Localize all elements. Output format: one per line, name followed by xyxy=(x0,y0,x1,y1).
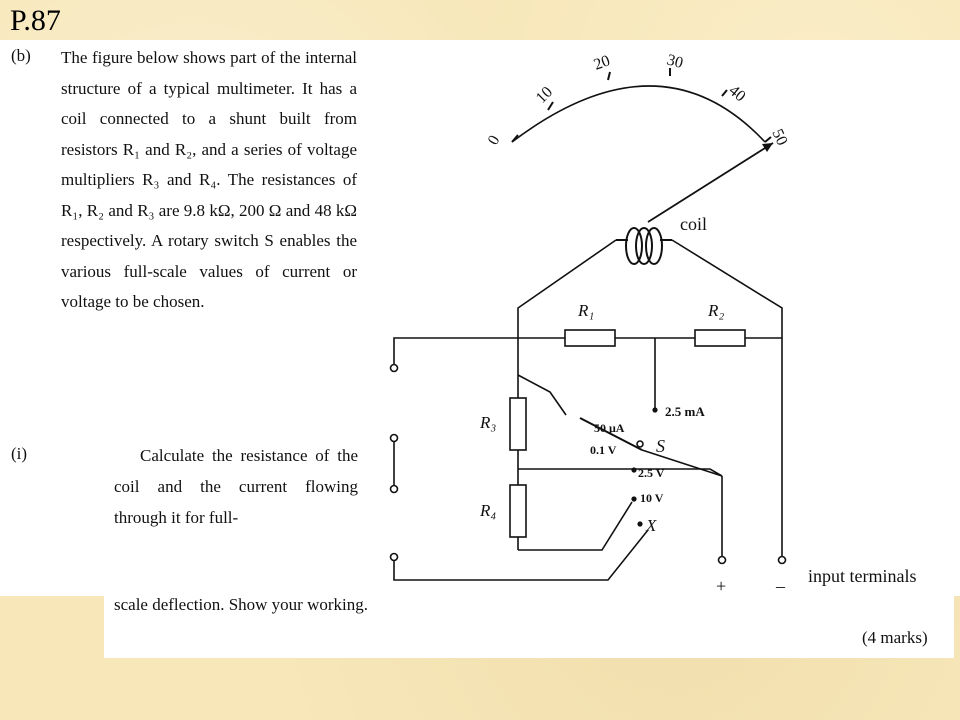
pointer-arrowhead xyxy=(762,143,773,152)
left-terminal-lead-top xyxy=(393,337,518,364)
minus-terminal-label: – xyxy=(775,576,786,596)
contact-x xyxy=(637,521,643,527)
switch-arm xyxy=(641,449,723,477)
range-50ua-label: 50 μA xyxy=(594,421,625,435)
scale-tick-50: 50 xyxy=(768,127,790,149)
switch-blade xyxy=(579,417,643,451)
left-terminal-contact-mid-a xyxy=(389,433,399,443)
scale-tick-40: 40 xyxy=(725,82,748,105)
left-terminal-contact-top xyxy=(389,363,399,373)
resistor-r2 xyxy=(694,329,746,347)
range-0-1v-label: 0.1 V xyxy=(590,443,617,457)
meter-scale-arc xyxy=(511,85,766,143)
coil-winding xyxy=(616,227,672,265)
range-10v-label: 10 V xyxy=(640,491,664,505)
switch-label: S xyxy=(656,436,665,456)
minus-terminal-contact xyxy=(777,555,787,565)
resistor-r4 xyxy=(509,484,527,538)
contact-10v xyxy=(631,496,637,502)
x-label: X xyxy=(645,516,657,535)
contact-2-5ma xyxy=(652,407,658,413)
wire-to-switch-50ua xyxy=(517,374,567,416)
scale-tick-0: 0 xyxy=(485,133,504,148)
multimeter-circuit-diagram: 0 10 20 30 40 50 coil R₁ R₂ 2.5 mA R₃ R₄ xyxy=(389,51,916,596)
resistor-r1 xyxy=(564,329,616,347)
x-lead-wire xyxy=(393,529,649,581)
r1-label: R₁ xyxy=(577,301,594,320)
wire-to-10v xyxy=(518,501,633,551)
plus-terminal-contact xyxy=(717,555,727,565)
wire-to-2-5v xyxy=(518,468,723,477)
switch-contact-50ua xyxy=(636,440,644,448)
plus-terminal-label: + xyxy=(716,576,726,596)
left-terminal-contact-bottom xyxy=(389,552,399,562)
question-paper-bottom xyxy=(104,596,954,658)
r2-label: R₂ xyxy=(707,301,724,320)
marks-label: (4 marks) xyxy=(862,628,928,647)
coil-lead-left xyxy=(517,239,617,338)
scale-tick-marks xyxy=(511,68,772,143)
scale-tick-20: 20 xyxy=(592,52,613,73)
resistor-r3 xyxy=(509,397,527,451)
sub-question-continuation: scale deflection. Show your working. xyxy=(114,595,368,614)
sub-question-text: Calculate the resistance of the coil and… xyxy=(114,446,358,527)
sub-question-label: (i) xyxy=(11,444,28,463)
contact-2-5v xyxy=(631,467,637,473)
question-paper-top xyxy=(0,40,960,596)
r3-label: R₃ xyxy=(479,413,496,432)
r4-label: R₄ xyxy=(479,501,496,520)
meter-pointer xyxy=(647,142,774,223)
range-2-5v-label: 2.5 V xyxy=(638,466,665,480)
left-terminal-contact-mid-b xyxy=(389,484,399,494)
input-terminals-label: input terminals xyxy=(808,566,916,586)
question-paragraph: The figure below shows part of the inter… xyxy=(61,48,357,311)
coil-label: coil xyxy=(680,214,707,234)
page-label: P.87 xyxy=(10,4,61,37)
question-part-label: (b) xyxy=(11,46,31,65)
range-2-5ma-label: 2.5 mA xyxy=(665,404,705,419)
scale-tick-30: 30 xyxy=(665,51,685,72)
coil-lead-right xyxy=(671,239,783,338)
